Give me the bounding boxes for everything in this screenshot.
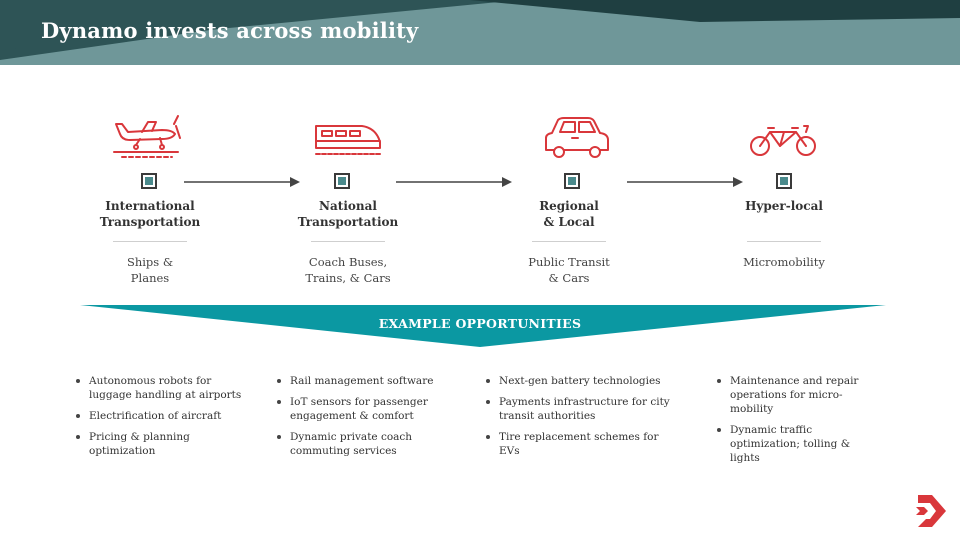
list-item: Next-gen battery technologies <box>486 374 676 388</box>
stage-description-national: Coach Buses, Trains, & Cars <box>305 255 391 285</box>
header-background <box>0 0 960 65</box>
page-title: Dynamo invests across mobility <box>41 18 419 43</box>
flow-arrow <box>396 177 512 187</box>
opportunities-national: Rail management software IoT sensors for… <box>277 374 457 465</box>
car-icon <box>542 112 612 162</box>
list-item: Pricing & planning optimization <box>76 430 244 458</box>
bicycle-icon <box>748 118 818 168</box>
stage-title-regional: Regional & Local <box>539 199 599 229</box>
banner-label: EXAMPLE OPPORTUNITIES <box>378 316 582 331</box>
dynamo-logo-icon <box>916 495 946 527</box>
flow-arrow <box>184 177 300 187</box>
flow-arrow <box>627 177 743 187</box>
list-item: IoT sensors for passenger engagement & c… <box>277 395 457 423</box>
list-item: Dynamic traffic optimization; tolling & … <box>717 423 877 465</box>
list-item: Electrification of aircraft <box>76 409 244 423</box>
opportunities-hyperlocal: Maintenance and repair operations for mi… <box>717 374 877 472</box>
stage-divider <box>113 241 187 242</box>
stage-node-international <box>141 173 157 189</box>
list-item: Tire replacement schemes for EVs <box>486 430 676 458</box>
stage-node-national <box>334 173 350 189</box>
opportunities-banner <box>80 305 886 347</box>
list-item: Rail management software <box>277 374 457 388</box>
list-item: Payments infrastructure for city transit… <box>486 395 676 423</box>
opportunities-regional: Next-gen battery technologies Payments i… <box>486 374 676 465</box>
stage-title-international: International Transportation <box>99 199 201 229</box>
stage-node-regional <box>564 173 580 189</box>
list-item: Maintenance and repair operations for mi… <box>717 374 877 416</box>
list-item: Autonomous robots for luggage handling a… <box>76 374 244 402</box>
stage-description-regional: Public Transit & Cars <box>528 255 610 285</box>
stage-divider <box>532 241 606 242</box>
opportunities-international: Autonomous robots for luggage handling a… <box>76 374 244 465</box>
header-bar: Dynamo invests across mobility <box>0 0 960 65</box>
stage-description-international: Ships & Planes <box>126 255 174 285</box>
train-icon <box>312 118 382 168</box>
stage-node-hyperlocal <box>776 173 792 189</box>
stage-divider <box>311 241 385 242</box>
stage-title-national: National Transportation <box>297 199 399 229</box>
airplane-icon <box>112 112 182 162</box>
stage-description-hyperlocal: Micromobility <box>743 255 825 269</box>
stage-title-hyperlocal: Hyper-local <box>745 199 823 213</box>
stage-divider <box>747 241 821 242</box>
list-item: Dynamic private coach commuting services <box>277 430 457 458</box>
